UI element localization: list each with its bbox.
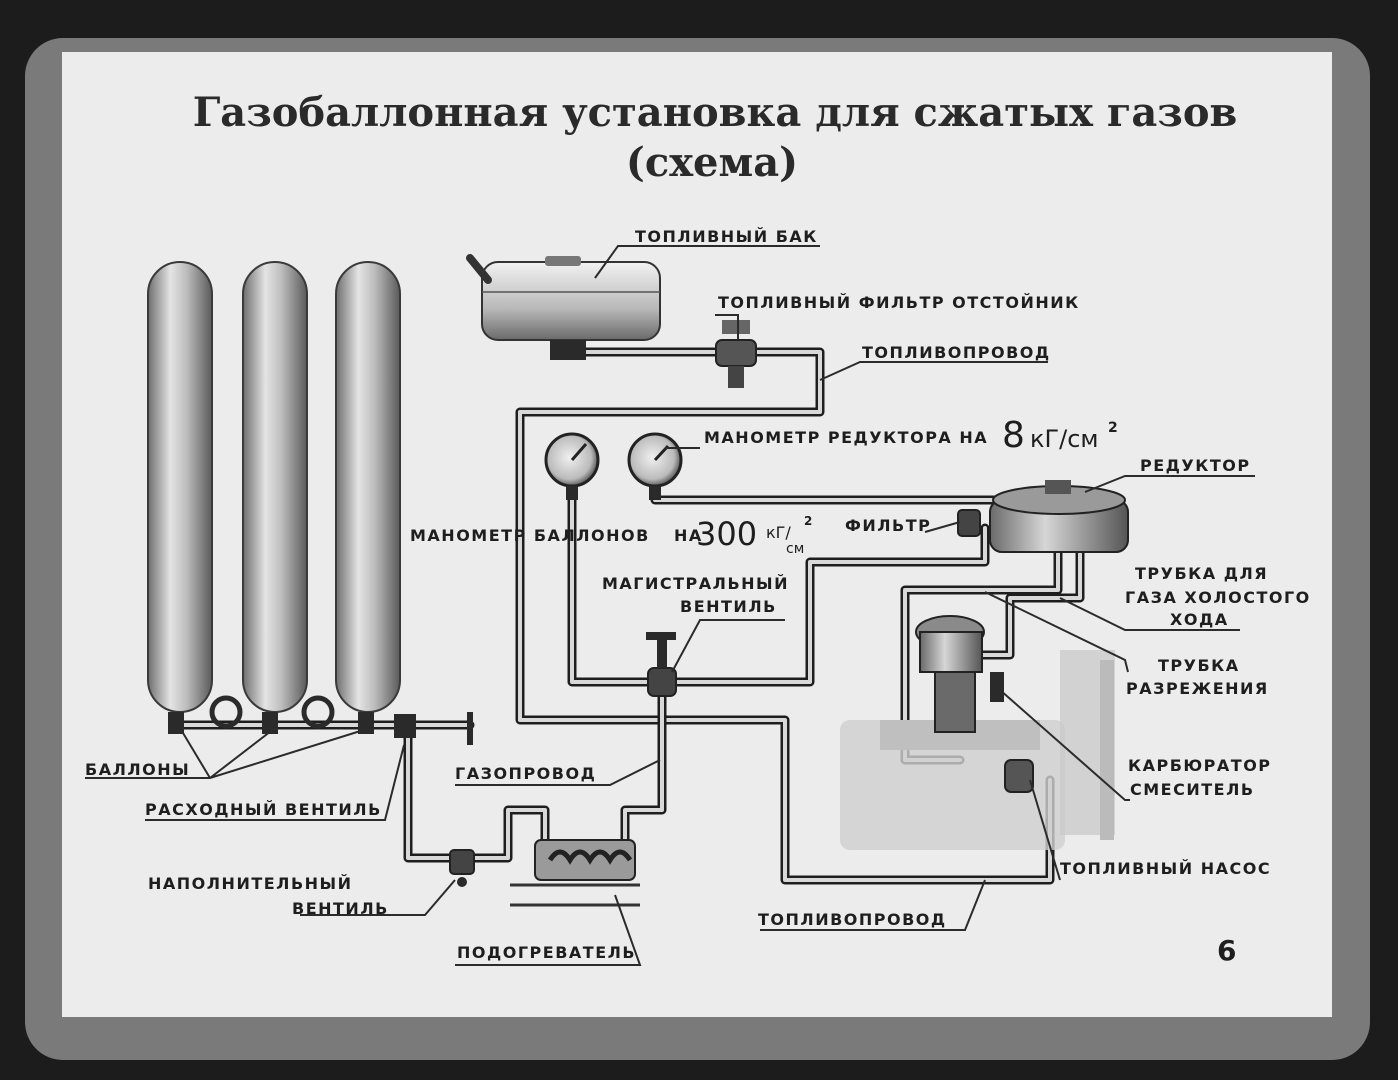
- label-carburetor-2: СМЕСИТЕЛЬ: [1130, 780, 1255, 799]
- label-gauge-cylinders-na: НА: [674, 526, 703, 545]
- title-line-2: (схема): [626, 139, 798, 186]
- label-gas-line: ГАЗОПРОВОД: [455, 764, 596, 783]
- label-fill-valve-1: НАПОЛНИТЕЛЬНЫЙ: [148, 874, 353, 893]
- reducer-pressure-gauge: [627, 432, 683, 500]
- label-vacuum-tube-1: ТРУБКА: [1158, 656, 1240, 675]
- label-filter: ФИЛЬТР: [845, 516, 931, 535]
- label-fill-valve-2: ВЕНТИЛЬ: [292, 899, 389, 918]
- label-gauge-cylinders-unit-top: кГ/: [766, 523, 791, 542]
- leader-lines: [85, 245, 1255, 966]
- main-valve: [646, 632, 677, 697]
- label-gauge-cylinders-unit-exp: 2: [804, 514, 812, 528]
- cylinder-2: [242, 261, 308, 713]
- label-heater: ПОДОГРЕВАТЕЛЬ: [457, 943, 636, 962]
- fuel-pump: [1004, 759, 1034, 793]
- label-gauge-reducer-unit: кГ/см: [1030, 425, 1099, 453]
- fuel-tank: [466, 254, 661, 360]
- label-idle-tube-2: ГАЗА ХОЛОСТОГО: [1125, 588, 1311, 607]
- label-carburetor-1: КАРБЮРАТОР: [1128, 756, 1272, 775]
- label-main-valve-1: МАГИСТРАЛЬНЫЙ: [602, 574, 789, 593]
- title-line-1: Газобаллонная установка для сжатых газов: [193, 89, 1238, 136]
- gas-filter: [957, 509, 981, 537]
- coil-2: [301, 695, 335, 729]
- cylinder-3: [335, 261, 401, 713]
- label-fuel-filter: ТОПЛИВНЫЙ ФИЛЬТР ОТСТОЙНИК: [718, 293, 1080, 312]
- label-main-valve-2: ВЕНТИЛЬ: [680, 597, 777, 616]
- label-gauge-cylinders: МАНОМЕТР БАЛЛОНОВ: [410, 526, 650, 545]
- label-fuel-tank: ТОПЛИВНЫЙ БАК: [635, 227, 818, 246]
- carburetor-mixer: [915, 615, 1004, 733]
- label-cylinders: БАЛЛОНЫ: [85, 760, 190, 779]
- engine: [840, 650, 1115, 850]
- flow-valve-body: [394, 714, 416, 738]
- label-fuel-pump: ТОПЛИВНЫЙ НАСОС: [1060, 859, 1271, 878]
- filling-valve: [449, 849, 475, 887]
- label-vacuum-tube-2: РАЗРЕЖЕНИЯ: [1126, 679, 1269, 698]
- page-number: 6: [1217, 934, 1236, 967]
- label-gauge-reducer: МАНОМЕТР РЕДУКТОРА НА: [704, 428, 988, 447]
- label-idle-tube-3: ХОДА: [1170, 610, 1229, 629]
- heater: [510, 839, 640, 907]
- label-fuel-line-top: ТОПЛИВОПРОВОД: [862, 343, 1051, 362]
- gas-cylinders: [147, 261, 475, 745]
- cylinder-1: [147, 261, 213, 713]
- label-idle-tube-1: ТРУБКА ДЛЯ: [1135, 564, 1268, 583]
- coil-1: [209, 695, 243, 729]
- fuel-filter: [715, 320, 757, 388]
- cylinder-pressure-gauge: [544, 432, 600, 500]
- label-gauge-reducer-unit-exp: 2: [1108, 420, 1118, 436]
- label-gauge-cylinders-unit-bottom: см: [786, 541, 804, 557]
- label-reducer: РЕДУКТОР: [1140, 456, 1251, 475]
- pipes: [403, 347, 1085, 885]
- label-flow-valve: РАСХОДНЫЙ ВЕНТИЛЬ: [145, 800, 382, 819]
- label-fuel-line-bottom: ТОПЛИВОПРОВОД: [758, 910, 947, 929]
- reducer: [989, 480, 1129, 553]
- label-gauge-reducer-value: 8: [1002, 415, 1025, 456]
- label-gauge-cylinders-value: 300: [696, 515, 757, 553]
